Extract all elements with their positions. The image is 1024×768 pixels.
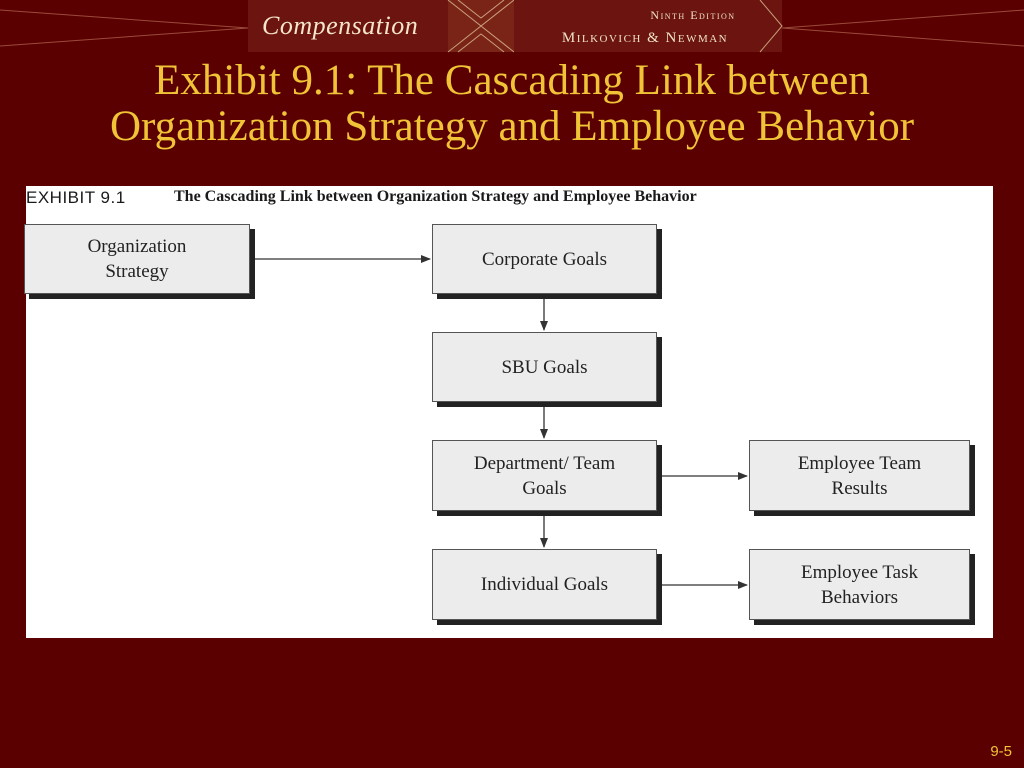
slide-title: Exhibit 9.1: The Cascading Link between … [0, 58, 1024, 150]
box-sbu-goals: SBU Goals [432, 332, 657, 402]
page-number: 9-5 [990, 743, 1012, 760]
edition-text: Ninth Edition [650, 8, 736, 22]
slide-title-line-2: Organization Strategy and Employee Behav… [109, 103, 915, 150]
slide-title-line-1: Exhibit 9.1: The Cascading Link between [154, 57, 870, 104]
logo: Compensation [262, 11, 419, 40]
box-individual-goals: Individual Goals [432, 549, 657, 620]
exhibit-number: EXHIBIT 9.1 [26, 188, 126, 207]
exhibit-caption: The Cascading Link between Organization … [174, 188, 697, 205]
authors-text: Milkovich & Newman [561, 30, 729, 46]
header-banner: Compensation Ninth Edition Milkovich & N… [0, 0, 1024, 56]
box-corporate-goals: Corporate Goals [432, 224, 657, 294]
exhibit-panel: EXHIBIT 9.1 The Cascading Link between O… [24, 186, 993, 638]
connector-arrows [250, 255, 748, 589]
